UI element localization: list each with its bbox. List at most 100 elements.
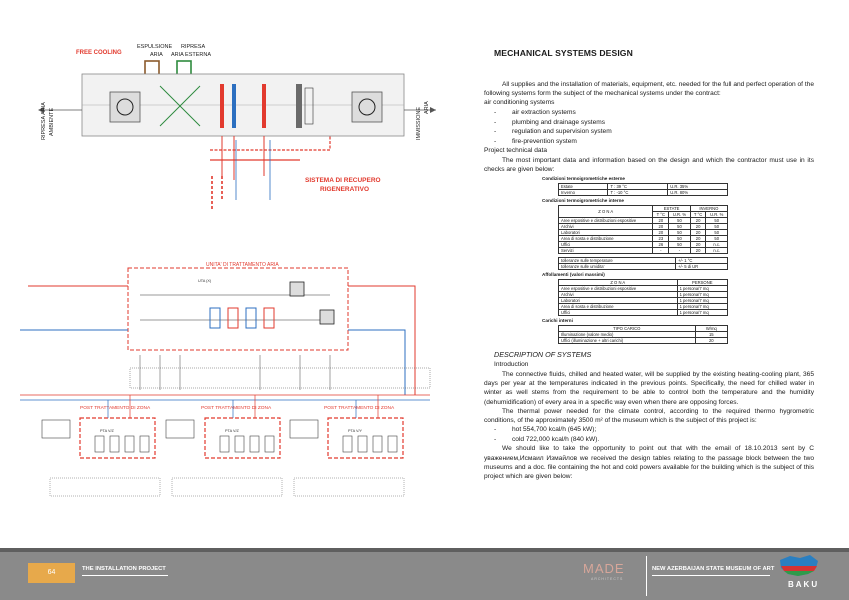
- table-cell: U.R. 80%: [667, 189, 728, 197]
- list-item-text: hot 554,700 kcal/h (645 kW);: [512, 426, 597, 434]
- azerbaijan-flag-map-icon: [780, 555, 818, 576]
- zone-box-1: [79, 417, 156, 459]
- table-cell: Uffici: [558, 309, 678, 317]
- list-item: -plumbing and drainage systems: [494, 118, 606, 126]
- cooling-coil: [232, 84, 236, 128]
- table-cell: -: [652, 247, 670, 255]
- made-logo-subtitle: ARCHITECTS: [591, 577, 624, 581]
- table-title: Condizioni termoigrometriche interne: [542, 198, 624, 204]
- museum-name: NEW AZERBAIJAN STATE MUSEUM OF ART: [652, 566, 775, 572]
- heating-coil: [220, 84, 224, 128]
- pta-2-label: PTA V/Z: [225, 429, 240, 433]
- section-title: THE INSTALLATION PROJECT: [82, 566, 166, 572]
- museum-underline: [652, 575, 770, 576]
- list-item-text: plumbing and drainage systems: [512, 118, 606, 126]
- table-row: Uffici (illuminazione + altri carichi)20: [558, 337, 729, 345]
- introduction-text: Introduction: [494, 361, 529, 369]
- intro-paragraph: All supplies and the installation of mat…: [484, 81, 814, 98]
- table-cell: -: [668, 247, 691, 255]
- footer-divider: [646, 556, 647, 596]
- city-label: BAKU: [788, 580, 820, 589]
- text-column: MECHANICAL SYSTEMS DESIGN All supplies a…: [484, 40, 814, 540]
- list-item-text: air extraction systems: [512, 109, 576, 116]
- list-item: -regulation and supervision system: [494, 128, 612, 136]
- table-cell: 20: [694, 337, 729, 345]
- uta-label: UTA (X): [198, 279, 212, 283]
- table-row: Z O N A ESTATE INVERNO: [557, 205, 729, 219]
- list-item: -hot 554,700 kcal/h (645 kW);: [494, 426, 597, 434]
- post-trattamento-1-label: POST TRATTAMENTO DI ZONA: [80, 405, 151, 411]
- exhaust-duct: [144, 60, 160, 76]
- unita-title: UNITA' DI TRATTAMENTO ARIA: [206, 262, 279, 268]
- zone-box-2: [204, 417, 281, 459]
- project-data-label: Project technical data: [484, 146, 814, 156]
- sistema-recupero-label: SISTEMA DI RECUPERO: [305, 177, 381, 184]
- outdoor-air-duct: [176, 60, 192, 76]
- ahu-control-boundary: [127, 267, 349, 351]
- list-item-text: cold 722,000 kcal/h (840 kW).: [512, 435, 600, 443]
- supply-fan: [351, 91, 383, 123]
- table-cell: Uffici (illuminazione + altri carichi): [558, 337, 696, 345]
- zone-box-3: [327, 417, 404, 459]
- footer-bar: [0, 548, 849, 600]
- project-data-text: Project technical data: [484, 147, 548, 155]
- ambiente-label: AMBIENTE: [49, 108, 55, 136]
- list-item: -air extraction systems: [494, 109, 576, 116]
- technical-drawing-panel: FREE COOLING ESPULSIONE ARIA RIPRESA ARI…: [0, 0, 440, 548]
- espulsione-label: ESPULSIONE: [137, 44, 172, 50]
- table-title: Carichi interni: [542, 318, 573, 324]
- power-paragraph: The thermal power needed for the climate…: [484, 407, 814, 424]
- table-cell: tolleranze sulle umidita': [557, 263, 677, 271]
- immissione-label: IMMISSIONE: [416, 107, 422, 140]
- pta-3-label: PTA V/Y: [348, 429, 363, 433]
- page-number: 64: [28, 563, 75, 583]
- list-intro-text: air conditioning systems: [484, 99, 555, 107]
- list-item: -fire-prevention system: [494, 137, 577, 145]
- table-row: tolleranze sulle umidita'+/- 5 di UR: [557, 263, 728, 271]
- tolerance-table: tolleranze sulle temperature+/- 1 °C tol…: [557, 257, 728, 271]
- table-cell: n.c.: [705, 247, 728, 255]
- table-title: Condizioni termoigrometriche esterne: [542, 176, 625, 182]
- immissione-aria-label: ARIA: [424, 101, 430, 114]
- table-cell: 1 persona/7 mq: [676, 309, 729, 317]
- made-logo: MADE: [583, 561, 625, 576]
- table-header: Z O N A: [557, 205, 654, 219]
- list-item-text: regulation and supervision system: [512, 128, 612, 136]
- ripresa-aria-ambiente-label: RIPRESA ARIA: [41, 102, 47, 140]
- page-title: MECHANICAL SYSTEMS DESIGN: [494, 48, 633, 58]
- table-cell: Inverno: [557, 189, 609, 197]
- introduction-label: Introduction: [484, 360, 814, 370]
- description-paragraph: The connective fluids, chilled and heate…: [484, 370, 814, 406]
- footer-top-strip: [0, 548, 849, 552]
- list-item: -cold 722,000 kcal/h (840 kW).: [494, 435, 600, 443]
- table-cell: 20: [689, 247, 707, 255]
- free-cooling-label: FREE COOLING: [76, 50, 122, 56]
- list-item-text: fire-prevention system: [512, 137, 577, 145]
- internal-conditions-table: Z O N A ESTATE INVERNO T °C U.R. % T °C …: [557, 205, 729, 255]
- post-trattamento-3-label: POST TRATTAMENTO DI ZONA: [324, 405, 395, 411]
- table-cell: T : -10 °C: [607, 189, 669, 197]
- post-trattamento-2-label: POST TRATTAMENTO DI ZONA: [201, 405, 272, 411]
- table-cell: +/- 5 di UR: [675, 263, 728, 271]
- list-intro: air conditioning systems: [484, 98, 814, 108]
- email-paragraph: We should like to take the opportunity t…: [484, 445, 814, 480]
- espulsione-aria-label: ARIA: [150, 52, 163, 58]
- ripresa-label: RIPRESA: [181, 44, 205, 50]
- table-cell: Servizi: [557, 247, 654, 255]
- data-paragraph: The most important data and information …: [484, 156, 814, 174]
- return-fan: [109, 91, 141, 123]
- pta-1-label: PTA V/Z: [100, 429, 115, 433]
- aria-esterna-label: ARIA ESTERNA: [171, 52, 211, 58]
- hvac-schematic: FREE COOLING ESPULSIONE ARIA RIPRESA ARI…: [20, 44, 436, 497]
- humidifier: [296, 84, 302, 128]
- rigenerativo-label: RIGENERATIVO: [320, 186, 369, 193]
- section-underline: [82, 575, 168, 576]
